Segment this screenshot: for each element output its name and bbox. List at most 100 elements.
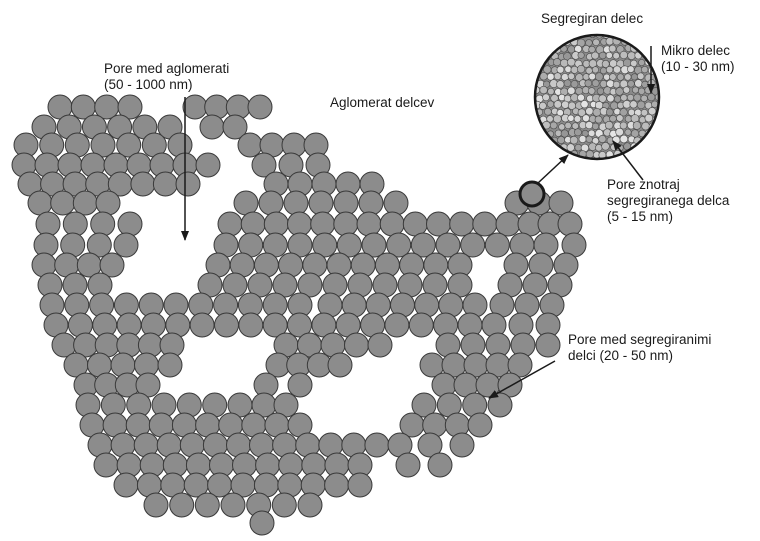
particle: [409, 313, 433, 337]
particle: [549, 191, 573, 215]
particle: [190, 313, 214, 337]
particle: [221, 493, 245, 517]
micro-particle: [565, 122, 572, 129]
particle: [284, 191, 308, 215]
particle: [144, 493, 168, 517]
micro-particle: [554, 73, 561, 80]
micro-particle: [613, 81, 620, 88]
micro-particle: [586, 150, 594, 158]
micro-particle: [558, 137, 565, 144]
micro-particle: [606, 109, 613, 116]
segregated-particle-highlight: [520, 182, 544, 206]
micro-particle: [617, 74, 624, 81]
micro-particle: [539, 102, 546, 109]
micro-particle: [548, 88, 555, 95]
particle: [384, 191, 408, 215]
label-line: segregiranega delca: [607, 193, 729, 209]
particle: [170, 493, 194, 517]
particle: [259, 191, 283, 215]
micro-particle: [605, 121, 613, 129]
micro-particle: [628, 80, 635, 87]
micro-particle: [585, 80, 592, 87]
micro-particle: [574, 129, 581, 136]
particle: [114, 473, 138, 497]
particle: [234, 191, 258, 215]
particle: [468, 413, 492, 437]
micro-particle: [586, 136, 593, 143]
label-line: (50 - 1000 nm): [104, 77, 229, 93]
micro-particle: [621, 95, 628, 102]
micro-particle: [634, 94, 641, 101]
segregated-particle-zoom: [533, 30, 663, 159]
micro-particle: [592, 52, 599, 59]
label-pores-between-segregated: Pore med segregiranimi delci (20 - 50 nm…: [568, 332, 711, 364]
micro-particle: [588, 88, 595, 95]
micro-particle: [632, 87, 638, 93]
micro-particle: [570, 136, 578, 144]
label-segregated-particle: Segregiran delec: [541, 11, 643, 27]
micro-particle: [610, 115, 617, 122]
particle: [334, 212, 358, 236]
particle: [396, 453, 420, 477]
micro-particle: [583, 115, 590, 122]
micro-particle: [616, 88, 624, 96]
micro-particle: [554, 101, 562, 109]
particle: [450, 212, 474, 236]
particle: [200, 115, 224, 139]
micro-particle: [550, 122, 557, 129]
micro-particle: [567, 58, 575, 66]
particle: [196, 153, 220, 177]
particle: [272, 493, 296, 517]
micro-particle: [568, 115, 574, 121]
micro-particle: [592, 80, 599, 87]
particle: [365, 433, 389, 457]
micro-particle: [592, 67, 598, 73]
micro-particle: [565, 66, 572, 73]
micro-particle: [547, 101, 554, 108]
micro-particle: [637, 73, 644, 80]
micro-particle: [599, 135, 606, 142]
particle: [298, 493, 322, 517]
micro-particle: [578, 52, 584, 58]
label-micro-particle: Mikro delec (10 - 30 nm): [661, 43, 735, 75]
micro-particle: [568, 73, 575, 80]
particle: [96, 191, 120, 215]
particle: [63, 212, 87, 236]
particle: [345, 333, 369, 357]
micro-particle: [593, 39, 600, 46]
particle: [176, 172, 200, 196]
micro-particle: [638, 88, 645, 95]
particle: [357, 212, 381, 236]
micro-particle: [540, 86, 548, 94]
label-line: (5 - 15 nm): [607, 209, 729, 225]
particle: [218, 212, 242, 236]
micro-particle: [631, 74, 637, 80]
particle: [485, 233, 509, 257]
label-line: Mikro delec: [661, 43, 735, 59]
micro-particle: [589, 73, 596, 80]
particle: [94, 453, 118, 477]
micro-particle: [571, 66, 578, 73]
micro-particle: [616, 128, 624, 136]
label-line: delci (20 - 50 nm): [568, 348, 711, 364]
micro-particle: [620, 51, 628, 59]
micro-particle: [648, 107, 656, 115]
label-line: (10 - 30 nm): [661, 59, 735, 75]
micro-particle: [579, 136, 586, 143]
particle: [158, 353, 182, 377]
micro-particle: [613, 53, 620, 60]
particle: [288, 212, 312, 236]
micro-particle: [641, 66, 648, 73]
particle: [496, 212, 520, 236]
micro-particle: [642, 122, 650, 130]
micro-particle: [628, 52, 636, 60]
micro-particle: [577, 65, 585, 73]
micro-particle: [564, 80, 571, 87]
micro-particle: [625, 129, 631, 135]
micro-particle: [592, 123, 599, 130]
micro-particle: [620, 122, 627, 129]
particle: [380, 212, 404, 236]
micro-particle: [606, 66, 613, 73]
particle: [348, 473, 372, 497]
micro-particle: [544, 66, 552, 74]
